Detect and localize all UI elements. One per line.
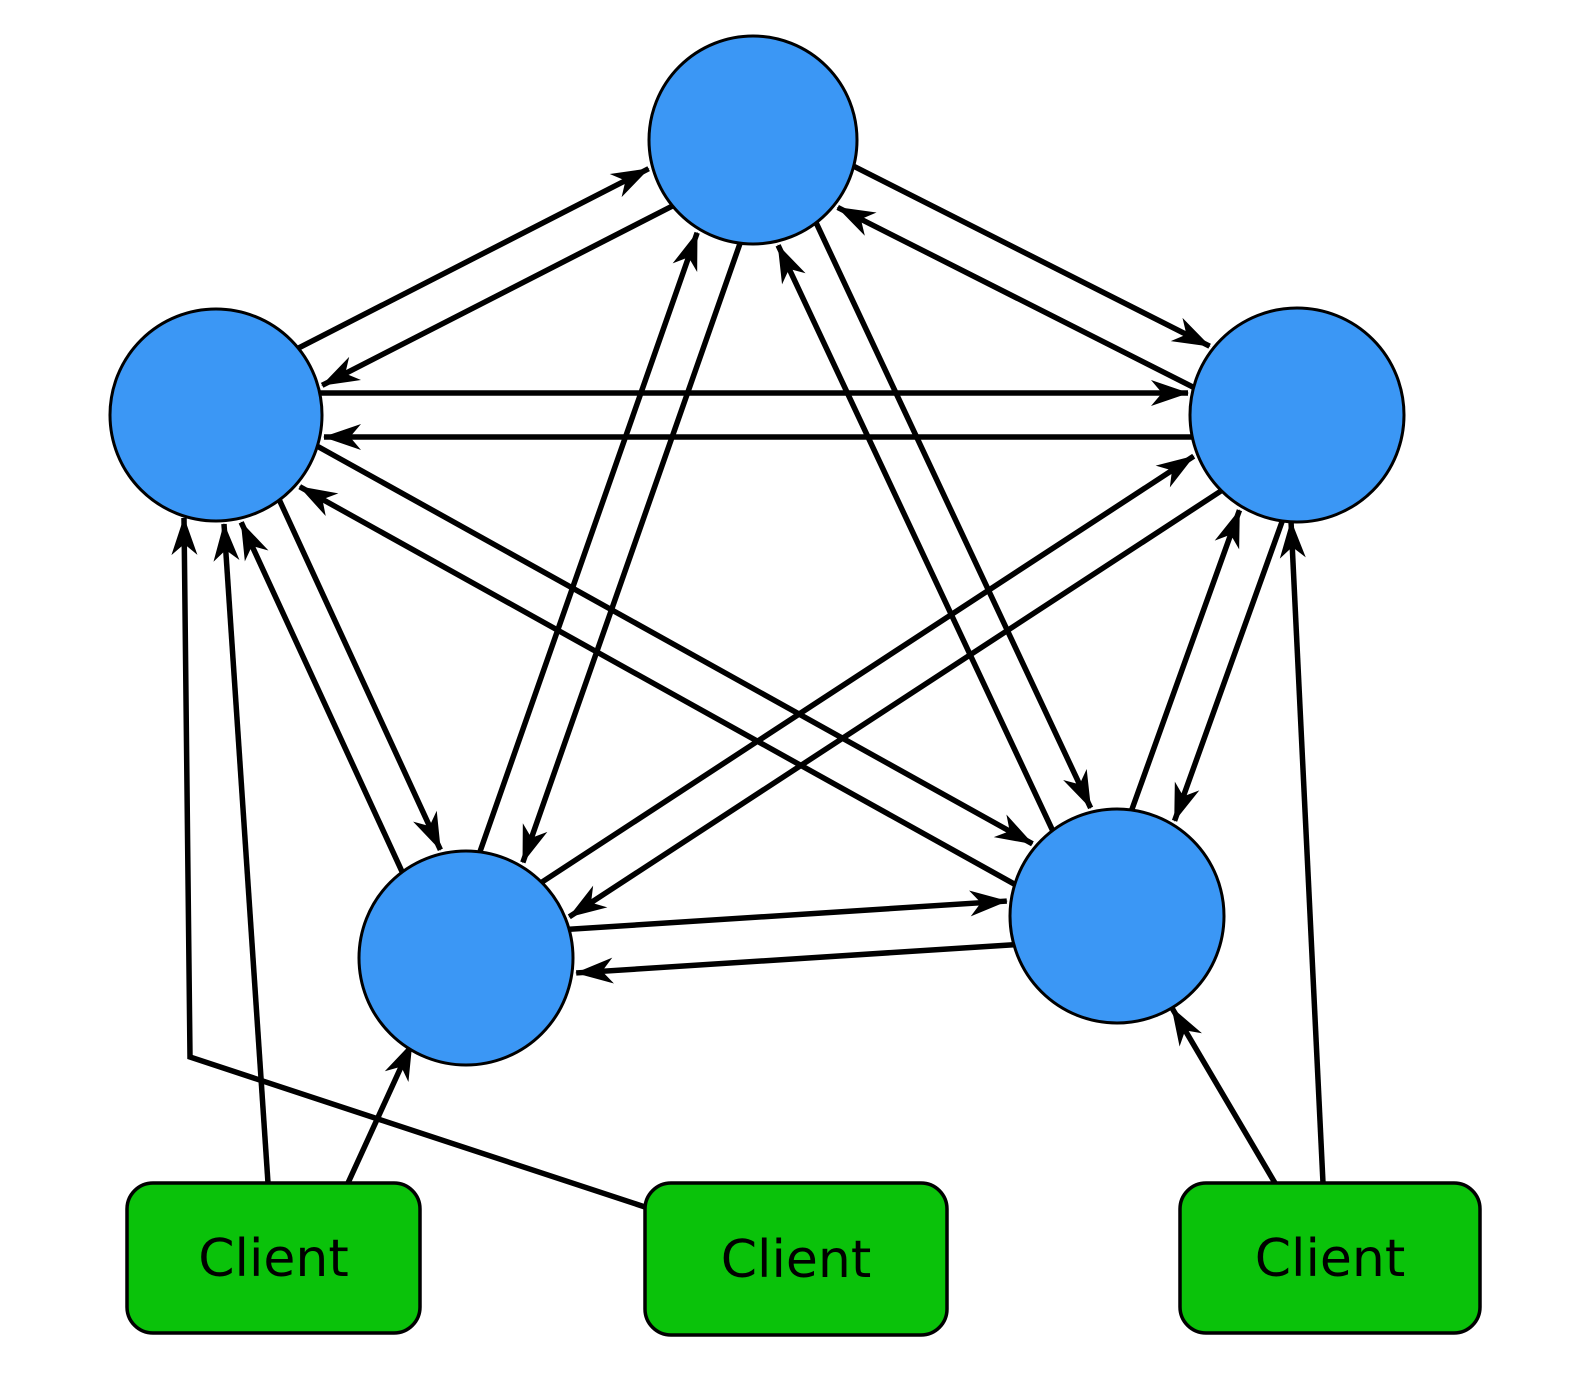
client-link-client-right-to-server-right bbox=[1279, 520, 1326, 1184]
directed-link-server-bottom-right-to-server-top bbox=[775, 244, 1056, 834]
server-bottom-right-node bbox=[1008, 807, 1226, 1025]
client-link-client-right-to-server-bottom-right bbox=[1169, 1006, 1278, 1185]
directed-link-server-bottom-left-to-server-top bbox=[476, 231, 700, 855]
directed-link-server-left-to-server-top bbox=[295, 166, 650, 352]
client-left-box bbox=[125, 1181, 422, 1335]
client-right-box bbox=[1178, 1181, 1482, 1335]
directed-link-server-bottom-right-to-server-right bbox=[1128, 509, 1243, 813]
directed-link-server-top-to-server-left bbox=[320, 202, 676, 388]
client-middle-box bbox=[643, 1181, 949, 1337]
directed-link-server-right-to-server-bottom-right bbox=[1171, 518, 1286, 822]
client-link-client-left-to-server-left bbox=[213, 523, 271, 1184]
directed-link-server-bottom-right-to-server-bottom-left bbox=[575, 941, 1016, 984]
servers-layer bbox=[108, 34, 1406, 1067]
directed-link-server-bottom-left-to-server-left bbox=[238, 521, 406, 875]
directed-link-server-bottom-right-to-server-left bbox=[298, 484, 1018, 888]
directed-link-server-bottom-left-to-server-bottom-right bbox=[567, 890, 1008, 933]
client-left-label: Client bbox=[198, 1229, 349, 1289]
links-layer bbox=[171, 163, 1326, 1210]
server-left-node bbox=[108, 307, 324, 523]
directed-link-server-bottom-left-to-server-right bbox=[538, 453, 1196, 886]
client-link-client-middle-to-server-left bbox=[171, 517, 646, 1210]
clients-layer: Client Client Client bbox=[125, 1181, 1482, 1337]
directed-link-server-right-to-server-bottom-left bbox=[567, 487, 1225, 920]
server-right-node bbox=[1188, 306, 1406, 524]
directed-link-server-top-to-server-right bbox=[850, 163, 1211, 349]
directed-link-server-top-to-server-bottom-right bbox=[812, 220, 1094, 810]
server-top-node bbox=[647, 34, 859, 246]
directed-link-server-top-to-server-bottom-left bbox=[520, 240, 744, 864]
server-bottom-left-node bbox=[357, 849, 575, 1067]
directed-link-server-right-to-server-top bbox=[836, 205, 1197, 391]
client-link-client-left-to-server-bottom-left bbox=[345, 1041, 415, 1185]
client-right-label: Client bbox=[1255, 1229, 1406, 1289]
directed-link-server-left-to-server-bottom-left bbox=[276, 497, 443, 851]
client-middle-label: Client bbox=[721, 1230, 872, 1290]
directed-link-server-left-to-server-bottom-right bbox=[314, 442, 1034, 847]
